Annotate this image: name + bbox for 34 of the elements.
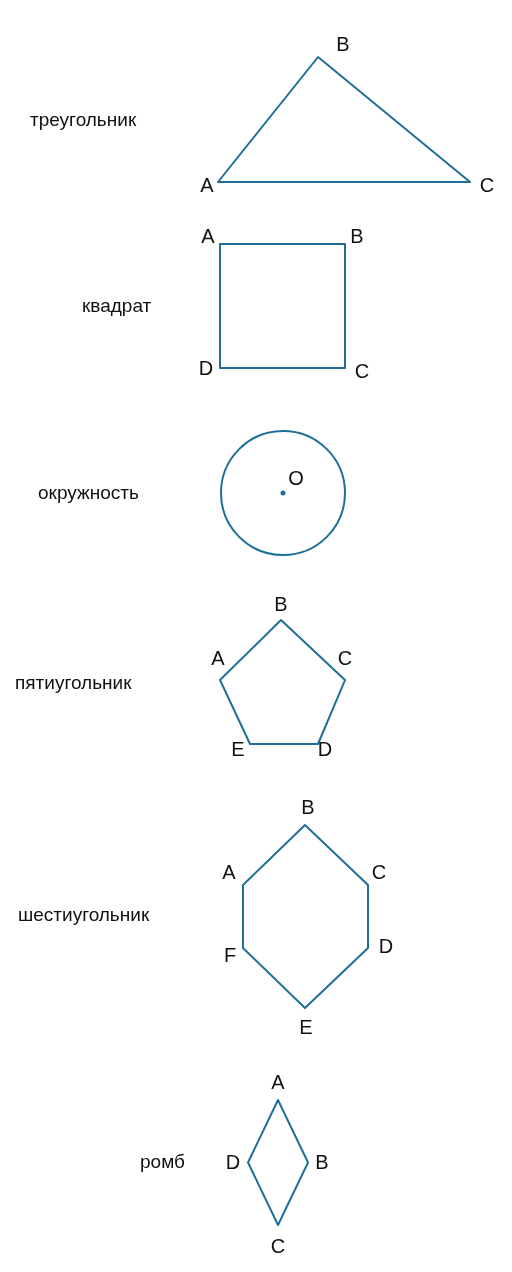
point-label: A xyxy=(200,174,214,196)
rhombus-shape xyxy=(247,1099,309,1226)
figure-name: треугольник xyxy=(30,109,137,131)
point-label: D xyxy=(378,935,394,957)
figure-name: шестиугольник xyxy=(18,904,150,926)
point-label: E xyxy=(299,1016,313,1038)
point-label: C xyxy=(337,647,353,669)
point-label: F xyxy=(223,944,237,966)
point-label: D xyxy=(198,357,214,379)
point-label: D xyxy=(225,1151,241,1173)
point-label: A xyxy=(201,225,215,247)
point-label: C xyxy=(371,861,387,883)
point-label: C xyxy=(270,1235,286,1257)
point-label: B xyxy=(336,33,350,55)
square-shape xyxy=(219,243,346,369)
triangle-shape xyxy=(217,56,471,183)
circle-shape xyxy=(220,430,346,556)
point-label: A xyxy=(271,1071,285,1093)
point-label: A xyxy=(222,861,236,883)
point-label: A xyxy=(211,647,225,669)
point-label: C xyxy=(479,174,495,196)
point-label: B xyxy=(315,1151,329,1173)
point-label: C xyxy=(354,360,370,382)
figure-name: ромб xyxy=(140,1151,185,1173)
figure-name: квадрат xyxy=(82,295,152,317)
figure-name: окружность xyxy=(38,482,139,504)
point-label: B xyxy=(350,225,364,247)
point-label: B xyxy=(301,796,315,818)
hexagon-shape xyxy=(242,824,369,1009)
point-label: E xyxy=(231,738,245,760)
point-label: B xyxy=(274,593,288,615)
point-label: D xyxy=(317,738,333,760)
figure-name: пятиугольник xyxy=(15,672,132,694)
point-label: O xyxy=(288,467,304,489)
